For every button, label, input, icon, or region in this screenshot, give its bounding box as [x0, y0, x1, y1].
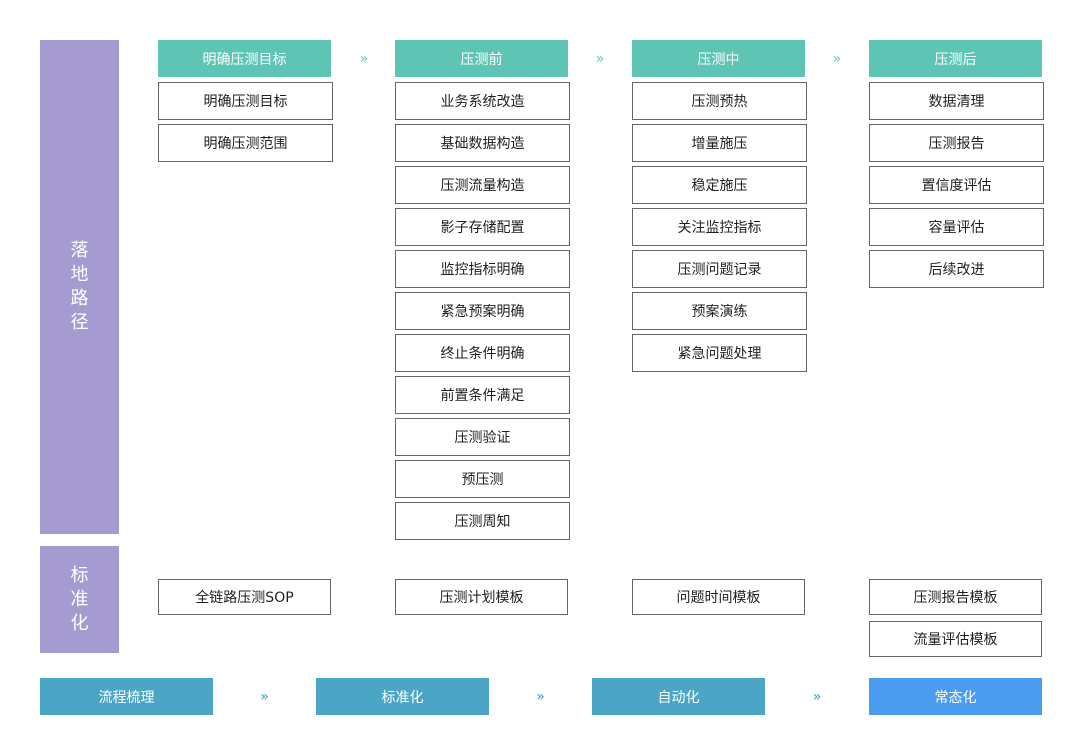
step-box[interactable]: 监控指标明确 — [395, 250, 570, 288]
step-box[interactable]: 基础数据构造 — [395, 124, 570, 162]
template-box[interactable]: 流量评估模板 — [869, 621, 1042, 657]
standardization-label: 标准化 — [40, 546, 119, 653]
standardization-text: 标准化 — [70, 564, 89, 634]
step-box[interactable]: 紧急问题处理 — [632, 334, 807, 372]
step-box[interactable]: 稳定施压 — [632, 166, 807, 204]
template-box[interactable]: 压测报告模板 — [869, 579, 1042, 615]
step-box[interactable]: 明确压测目标 — [158, 82, 333, 120]
column-header-goal[interactable]: 明确压测目标 — [158, 40, 331, 77]
column-header-during[interactable]: 压测中 — [632, 40, 805, 77]
step-box[interactable]: 增量施压 — [632, 124, 807, 162]
stage-standardization[interactable]: 标准化 — [316, 678, 489, 715]
chevron-right-icon: » — [260, 688, 269, 705]
chevron-right-icon: » — [536, 688, 545, 705]
chevron-right-icon: » — [832, 50, 842, 67]
step-box[interactable]: 明确压测范围 — [158, 124, 333, 162]
template-box[interactable]: 压测计划模板 — [395, 579, 568, 615]
step-box[interactable]: 终止条件明确 — [395, 334, 570, 372]
chevron-right-icon: » — [595, 50, 605, 67]
step-box[interactable]: 关注监控指标 — [632, 208, 807, 246]
step-box[interactable]: 数据清理 — [869, 82, 1044, 120]
stage-process-sorting[interactable]: 流程梳理 — [40, 678, 213, 715]
step-box[interactable]: 压测流量构造 — [395, 166, 570, 204]
step-box[interactable]: 压测问题记录 — [632, 250, 807, 288]
template-box[interactable]: 全链路压测SOP — [158, 579, 331, 615]
stage-normalization[interactable]: 常态化 — [869, 678, 1042, 715]
column-header-after[interactable]: 压测后 — [869, 40, 1042, 77]
landing-path-text: 落地路径 — [70, 240, 89, 333]
step-box[interactable]: 影子存储配置 — [395, 208, 570, 246]
step-box[interactable]: 后续改进 — [869, 250, 1044, 288]
step-box[interactable]: 前置条件满足 — [395, 376, 570, 414]
step-box[interactable]: 紧急预案明确 — [395, 292, 570, 330]
template-box[interactable]: 问题时间模板 — [632, 579, 805, 615]
column-header-before[interactable]: 压测前 — [395, 40, 568, 77]
chevron-right-icon: » — [812, 688, 822, 705]
step-box[interactable]: 预案演练 — [632, 292, 807, 330]
chevron-right-icon: » — [359, 50, 369, 67]
step-box[interactable]: 容量评估 — [869, 208, 1044, 246]
stage-automation[interactable]: 自动化 — [592, 678, 765, 715]
step-box[interactable]: 置信度评估 — [869, 166, 1044, 204]
step-box[interactable]: 压测周知 — [395, 502, 570, 540]
step-box[interactable]: 预压测 — [395, 460, 570, 498]
step-box[interactable]: 压测报告 — [869, 124, 1044, 162]
landing-path-label: 落地路径 — [40, 40, 119, 534]
step-box[interactable]: 业务系统改造 — [395, 82, 570, 120]
step-box[interactable]: 压测预热 — [632, 82, 807, 120]
step-box[interactable]: 压测验证 — [395, 418, 570, 456]
